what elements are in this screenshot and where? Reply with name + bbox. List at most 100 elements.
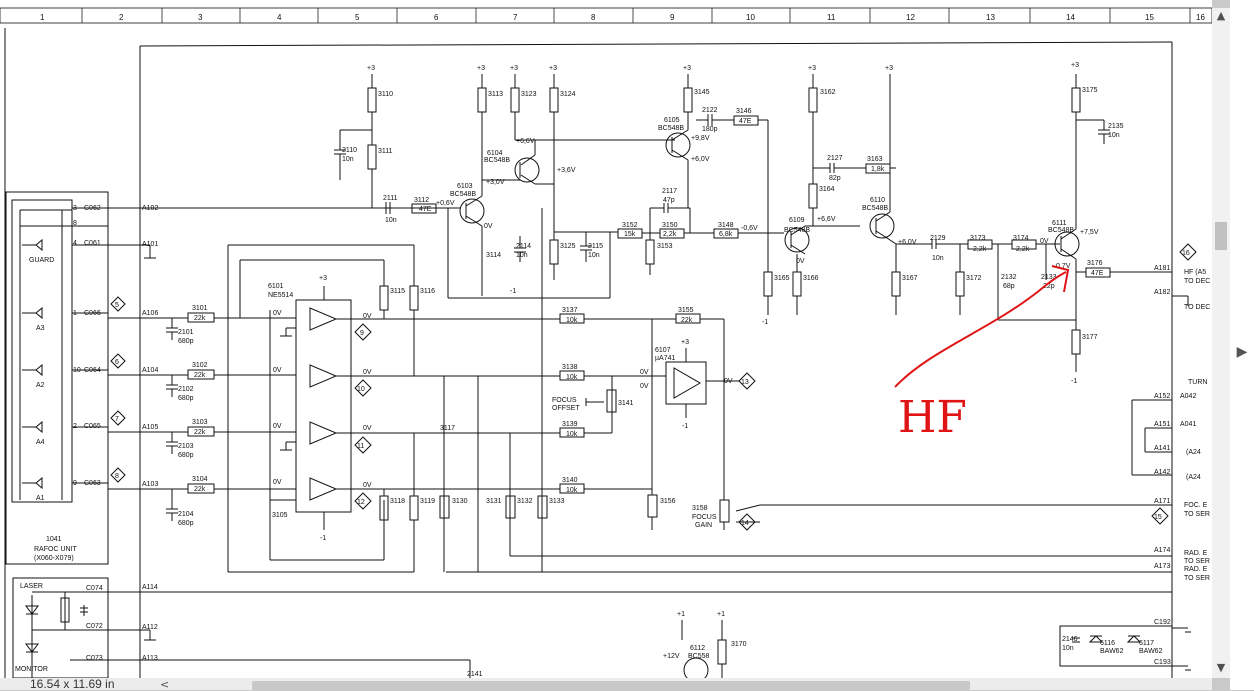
vertical-scroll-thumb[interactable] bbox=[1215, 222, 1227, 250]
marker-label: 9 bbox=[360, 330, 364, 337]
page-size-label: 16.54 x 11.69 in bbox=[30, 677, 115, 691]
net-label: A105 bbox=[142, 424, 158, 431]
scroll-left-icon[interactable]: < bbox=[160, 678, 170, 691]
marker-label: 7 bbox=[115, 416, 119, 423]
part-ref: 3163 bbox=[867, 156, 883, 163]
part-ref: 3103 bbox=[192, 419, 208, 426]
part-value: 10n bbox=[1062, 645, 1074, 652]
part-ref: 3117 bbox=[440, 425, 455, 432]
part-value: 22k bbox=[194, 315, 206, 322]
guard-label: GUARD bbox=[29, 257, 54, 264]
part-ref: 2146 bbox=[1062, 636, 1078, 643]
part-ref: 3118 bbox=[390, 498, 405, 505]
part-value: 22p bbox=[1043, 283, 1055, 290]
grid-col-4: 4 bbox=[277, 13, 282, 22]
net-label: A141 bbox=[1154, 445, 1170, 452]
voltage-label: 0V bbox=[363, 369, 372, 376]
focus-gain-label: GAIN bbox=[695, 522, 712, 529]
part-ref: 3176 bbox=[1087, 260, 1103, 267]
net-destination: TO SER bbox=[1184, 575, 1210, 582]
part-ref: 3167 bbox=[902, 275, 918, 282]
part-ref: 2132 bbox=[1001, 274, 1017, 281]
part-ref: 3130 bbox=[452, 498, 468, 505]
net-label: A173 bbox=[1154, 563, 1170, 570]
pin-label: 4 bbox=[73, 240, 77, 247]
net-destination: (A24 bbox=[1186, 449, 1201, 456]
transistor-6112: +1 +1 6112 BC558 +12V 3170 2141 bbox=[467, 611, 747, 678]
part-ref: 3139 bbox=[562, 421, 578, 428]
grid-col-10: 10 bbox=[746, 13, 755, 22]
marker-label: 10 bbox=[357, 386, 365, 393]
part-ref: 3148 bbox=[718, 222, 734, 229]
marker-label: 11 bbox=[357, 443, 364, 450]
net-label: A104 bbox=[142, 367, 158, 374]
part-ref: 2115 bbox=[588, 243, 603, 250]
laser-monitor-block: LASER MONITOR C074 C072 C073 bbox=[12, 577, 109, 678]
scroll-up-icon[interactable]: ▲ bbox=[1216, 9, 1226, 22]
connector-label: C193 bbox=[1154, 659, 1171, 666]
part-ref: 6112 bbox=[690, 645, 705, 652]
part-ref: 3113 bbox=[488, 91, 503, 98]
net-label: A112 bbox=[142, 624, 158, 631]
focus-summing-network: 3137 10k 3138 10k 3139 10k 3140 10k 3155… bbox=[430, 208, 1172, 573]
focus-offset-label: FOCUS bbox=[552, 397, 577, 404]
part-value: 22k bbox=[194, 372, 206, 379]
part-ref: 3140 bbox=[562, 477, 578, 484]
voltage-label: +3,6V bbox=[557, 167, 576, 174]
frame-lines bbox=[4, 28, 1173, 678]
net-label: A106 bbox=[142, 310, 158, 317]
part-value: 10k bbox=[566, 431, 578, 438]
voltage-label: +6,6V bbox=[516, 138, 535, 145]
part-value: 47p bbox=[663, 197, 675, 204]
connector-label: C064 bbox=[84, 367, 101, 374]
part-ref: 3165 bbox=[774, 275, 790, 282]
part-ref: 6111 bbox=[1052, 220, 1067, 227]
pin-label: 10 bbox=[73, 367, 81, 374]
part-ref: 3166 bbox=[803, 275, 819, 282]
pin-label: 2 bbox=[73, 423, 77, 430]
part-ref: 3158 bbox=[692, 505, 708, 512]
pin-label: 3 bbox=[73, 205, 77, 212]
part-ref: 2141 bbox=[467, 671, 483, 678]
part-type: BC548B bbox=[484, 157, 510, 164]
net-destination: TO SER bbox=[1184, 511, 1210, 518]
part-ref: 6101 bbox=[268, 283, 284, 290]
part-value: 47E bbox=[739, 118, 752, 125]
expand-panel-icon[interactable]: ▶ bbox=[1236, 344, 1248, 360]
grid-col-8: 8 bbox=[591, 13, 596, 22]
ic-6101-ne5514: 6101 NE5514 +3 -1 3105 0V 0V 0V 0V 0V 0V… bbox=[227, 244, 560, 573]
voltage-label: +9,8V bbox=[691, 135, 710, 142]
marker-label: 15 bbox=[1154, 514, 1162, 521]
part-type: BC548B bbox=[658, 125, 684, 132]
input-wires bbox=[108, 207, 1172, 678]
pdf-page-view: 1 2 3 4 5 6 7 8 9 10 11 12 13 14 15 16 bbox=[0, 0, 1212, 678]
part-value: 2,2k bbox=[663, 231, 677, 238]
part-value: 2,2k bbox=[1016, 246, 1030, 253]
part-value: 680p bbox=[178, 395, 194, 402]
grid-col-9: 9 bbox=[670, 13, 675, 22]
net-label: A174 bbox=[1154, 547, 1170, 554]
part-value: 10n bbox=[588, 252, 600, 259]
part-value: 680p bbox=[178, 520, 194, 527]
marker-label: 12 bbox=[357, 499, 365, 506]
part-type: NE5514 bbox=[268, 292, 293, 299]
supply-label: -1 bbox=[320, 535, 326, 542]
marker-label: 6 bbox=[115, 359, 119, 366]
grid-ruler: 1 2 3 4 5 6 7 8 9 10 11 12 13 14 15 16 bbox=[0, 7, 1212, 24]
part-ref: 3133 bbox=[549, 498, 565, 505]
horizontal-scroll-thumb[interactable] bbox=[252, 681, 970, 690]
voltage-label: 0V bbox=[273, 367, 282, 374]
voltage-label: 0V bbox=[484, 223, 493, 230]
scroll-down-icon[interactable]: ▼ bbox=[1216, 661, 1226, 674]
part-type: BC558 bbox=[688, 653, 710, 660]
a3-label: A3 bbox=[36, 325, 45, 332]
vertical-scrollbar[interactable] bbox=[1212, 8, 1230, 678]
supply-label: -1 bbox=[1071, 378, 1077, 385]
part-ref: 2114 bbox=[516, 243, 531, 250]
part-type: BC548B bbox=[862, 205, 888, 212]
hf-amplifier-chain: +3 3110 3111 2110 10n 2111 10n 3112 47E … bbox=[334, 62, 1188, 385]
grid-col-16: 16 bbox=[1196, 13, 1205, 22]
voltage-label: 0V bbox=[273, 423, 282, 430]
voltage-label: 0V bbox=[273, 310, 282, 317]
part-value: 22k bbox=[681, 317, 693, 324]
